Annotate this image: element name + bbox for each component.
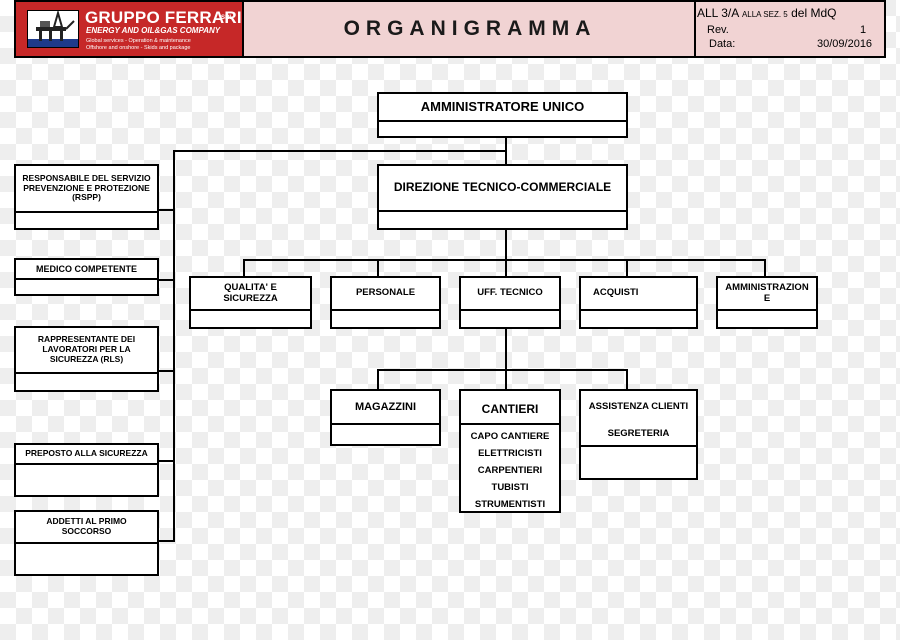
org-box-subtitle: SEGRETERIA [607,427,670,439]
company-suffix: SRL [221,15,233,21]
org-box-title: RESPONSABILE DEL SERVIZIO PREVENZIONE E … [22,172,151,203]
ref-section: ALLA SEZ. 5 [741,10,788,19]
org-box-blank-field [332,309,439,327]
org-box-title: UFF. TECNICO [477,287,543,299]
org-box-title: QUALITA' E SICUREZZA [223,281,278,304]
oil-platform-logo-icon [27,9,79,48]
org-box-blank-field [581,445,696,478]
org-box-title: PREPOSTO ALLA SICUREZZA [25,448,148,459]
org-box-title: CANTIERI [481,402,539,417]
cantieri-role: CAPO CANTIERE [470,431,550,443]
connector-line [158,370,174,372]
org-box-title: AMMINISTRATORE UNICO [420,98,585,114]
org-box-blank-field [16,463,157,495]
org-box-magazzini: MAGAZZINI [330,389,441,446]
org-box-title: MAGAZZINI [354,400,417,413]
connector-line [377,369,379,390]
org-box-blank-field [379,120,626,136]
connector-line [377,259,379,277]
org-box-direzione-tecnico-commerciale: DIREZIONE TECNICO-COMMERCIALE [377,164,628,230]
connector-line [158,540,174,542]
ref-mdq: MdQ [810,6,837,20]
cantieri-role: TUBISTI [491,482,529,494]
org-box-blank-field [16,211,157,228]
company-description-line-1: Global services - Operation & maintenanc… [86,38,191,44]
connector-line [764,259,766,277]
connector-line [174,150,507,152]
org-box-blank-field [16,278,157,294]
org-box-title: RAPPRESENTANTE DEI LAVORATORI PER LA SIC… [37,334,136,364]
org-box-blank-field [16,372,157,390]
org-box-blank-field [191,309,310,327]
company-name: GRUPPO FERRARI [85,8,242,27]
connector-line [505,328,507,390]
org-box-title: MEDICO COMPETENTE [35,263,137,274]
connector-line [378,369,628,371]
org-box-title: ACQUISTI [593,287,639,299]
company-description-line-2: Offshore and onshore - Skids and package [86,45,191,51]
connector-line [158,460,174,462]
staff-box-rspp: RESPONSABILE DEL SERVIZIO PREVENZIONE E … [14,164,159,230]
org-box-assistenza-clienti: ASSISTENZA CLIENTI SEGRETERIA [579,389,698,480]
org-box-blank-field [718,309,816,327]
connector-line [626,259,628,277]
revision-value: 1 [860,24,867,36]
staff-box-primo-soccorso: ADDETTI AL PRIMO SOCCORSO [14,510,159,576]
ref-del: del [791,6,808,20]
org-box-blank-field [461,309,559,327]
cantieri-role: STRUMENTISTI [474,499,546,511]
dept-box-acquisti: ACQUISTI [579,276,698,329]
date-value: 30/09/2016 [817,38,873,50]
revision-label: Rev. [707,24,729,36]
company-tagline: ENERGY AND OIL&GAS COMPANY [86,26,221,35]
org-box-blank-field [379,210,626,228]
connector-line [505,229,507,261]
document-reference: ALL 3/A ALLA SEZ. 5 del MdQ [697,6,836,20]
connector-line [158,209,174,211]
dept-box-qualita-sicurezza: QUALITA' E SICUREZZA [189,276,312,329]
document-title: ORGANIGRAMMA [343,17,597,40]
staff-box-preposto: PREPOSTO ALLA SICUREZZA [14,443,159,497]
cantieri-roles-list: CAPO CANTIERE ELETTRICISTI CARPENTIERI T… [461,423,559,511]
dept-box-amministrazione: AMMINISTRAZION E [716,276,818,329]
connector-line [505,259,507,277]
org-box-title: PERSONALE [355,287,416,299]
staff-trunk-line [173,150,175,542]
org-box-title: ADDETTI AL PRIMO SOCCORSO [46,516,127,536]
org-box-blank-field [16,542,157,574]
org-box-title: DIREZIONE TECNICO-COMMERCIALE [393,180,612,195]
org-box-title: ASSISTENZA CLIENTI [588,400,689,412]
org-box-amministratore-unico: AMMINISTRATORE UNICO [377,92,628,138]
staff-box-medico-competente: MEDICO COMPETENTE [14,258,159,296]
connector-line [243,259,245,277]
date-label: Data: [709,38,736,50]
org-box-blank-field [581,309,696,327]
staff-box-rls: RAPPRESENTANTE DEI LAVORATORI PER LA SIC… [14,326,159,392]
org-box-blank-field [332,423,439,444]
ref-all: ALL 3/A [697,6,739,20]
connector-line [158,279,174,281]
org-box-title: AMMINISTRAZION E [725,281,809,304]
org-box-cantieri: CANTIERI CAPO CANTIERE ELETTRICISTI CARP… [459,389,561,513]
dept-box-uff-tecnico: UFF. TECNICO [459,276,561,329]
connector-line [626,369,628,390]
document-meta-block [694,2,884,56]
cantieri-role: ELETTRICISTI [478,448,542,460]
cantieri-role: CARPENTIERI [477,465,543,477]
dept-box-personale: PERSONALE [330,276,441,329]
